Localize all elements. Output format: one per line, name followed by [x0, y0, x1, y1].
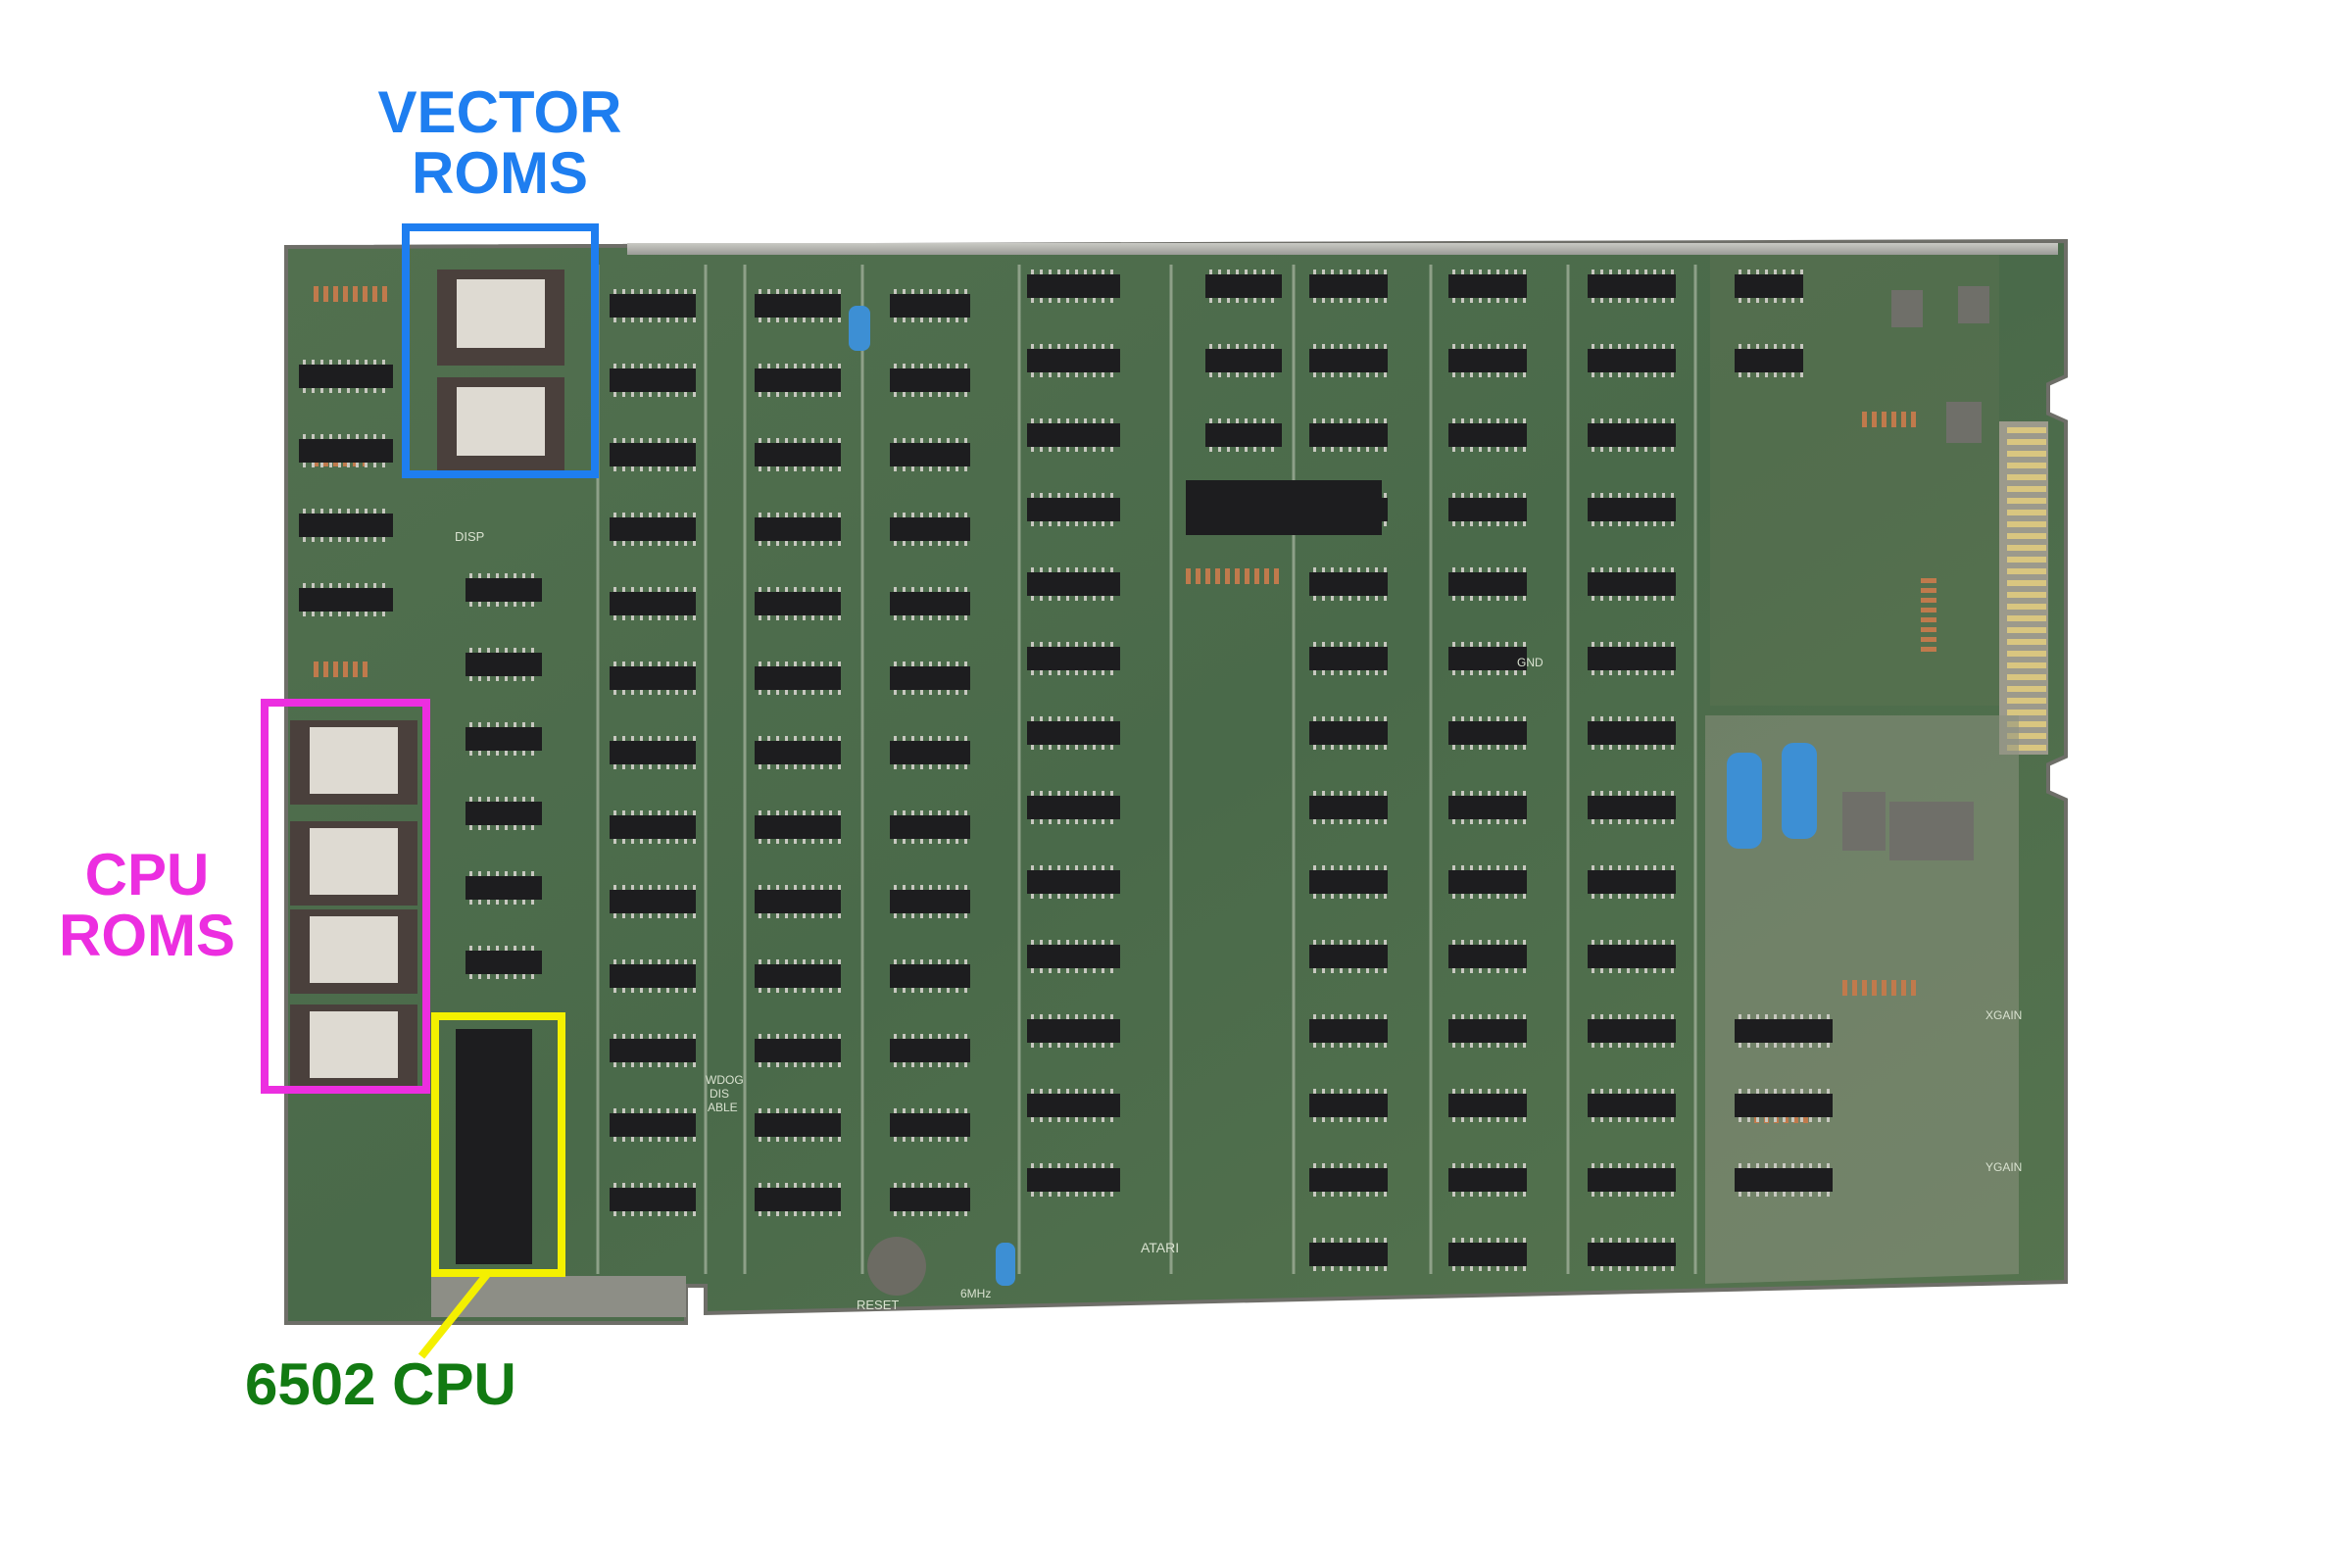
- vector-rom-chips: [437, 270, 564, 473]
- board-text-ygain: YGAIN: [1985, 1160, 2022, 1174]
- board-text-wdog: WDOG: [706, 1073, 744, 1087]
- cpu-rom-chips: [290, 720, 417, 1089]
- cpu-roms-highlight-box: [261, 699, 430, 1094]
- cpu-roms-label-line2: ROMS: [59, 903, 235, 968]
- cpu-roms-label: CPU ROMS: [39, 845, 255, 966]
- cpu-6502-chip: [456, 1029, 532, 1264]
- board-text-atari: ATARI: [1141, 1240, 1179, 1255]
- cpu-6502-pointer-line: [417, 1270, 492, 1359]
- vector-roms-highlight-box: [402, 223, 599, 478]
- cpu-6502-highlight-box: [431, 1012, 565, 1277]
- large-ic: [1186, 480, 1382, 535]
- vector-roms-label: VECTOR ROMS: [323, 82, 676, 204]
- board-text-able: ABLE: [708, 1101, 738, 1114]
- capacitors: [849, 306, 1817, 1286]
- edge-connector-right: [1999, 421, 2048, 755]
- regulators: [1842, 286, 1989, 860]
- board-text-gnd: GND: [1517, 656, 1544, 669]
- board-text-disp: DISP: [455, 529, 484, 544]
- board-text-dis: DIS: [710, 1087, 729, 1101]
- board-text-6mhz: 6MHz: [960, 1287, 991, 1300]
- board-text-reset: RESET: [857, 1298, 899, 1312]
- board-text-xgain: XGAIN: [1985, 1008, 2022, 1022]
- vector-roms-label-line2: ROMS: [412, 140, 588, 206]
- vector-roms-label-line1: VECTOR: [377, 79, 622, 145]
- cpu-roms-label-line1: CPU: [84, 842, 210, 907]
- cpu-6502-label: 6502 CPU: [245, 1351, 516, 1417]
- reset-button: [867, 1237, 926, 1296]
